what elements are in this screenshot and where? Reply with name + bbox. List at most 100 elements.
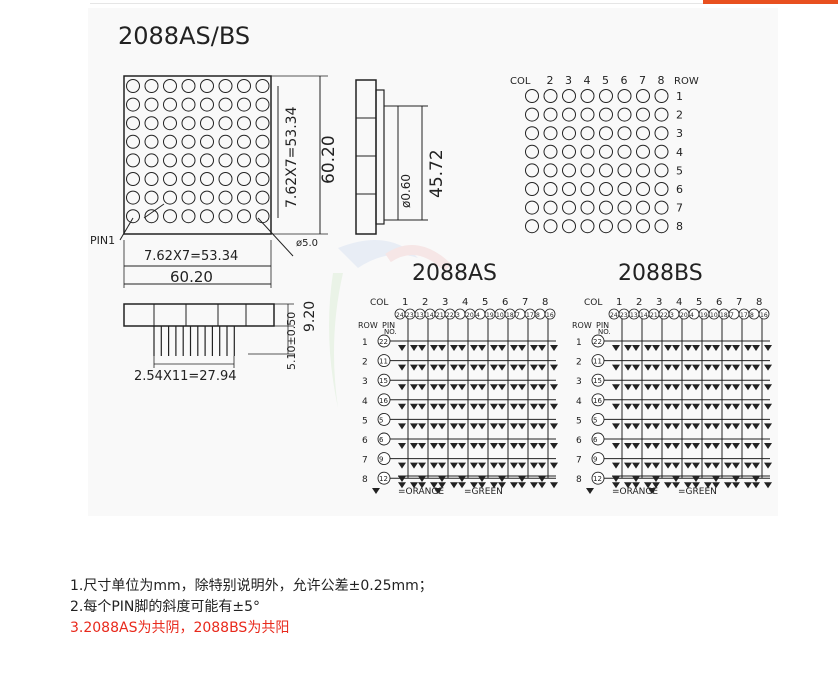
matrix-led-dot xyxy=(617,163,632,178)
front-led-dot xyxy=(237,79,251,93)
led-diode-symbol xyxy=(724,384,732,391)
led-diode-symbol xyxy=(478,462,486,469)
schematic-row-number: 2 xyxy=(362,358,368,368)
matrix-row-number: 5 xyxy=(676,164,683,177)
matrix-led-dot xyxy=(543,219,558,234)
front-led-dot xyxy=(237,190,251,205)
matrix-led-dot xyxy=(599,200,613,215)
led-diode-symbol xyxy=(398,443,406,449)
matrix-led-dot xyxy=(543,107,558,122)
led-diode-symbol xyxy=(664,443,672,449)
matrix-led-dot xyxy=(580,89,595,103)
front-led-dot xyxy=(237,153,251,168)
matrix-led-dot xyxy=(617,219,632,234)
watermark-logo xyxy=(329,240,452,408)
led-diode-symbol xyxy=(652,476,660,482)
front-led-dot xyxy=(218,97,233,112)
led-diode-symbol xyxy=(430,364,438,371)
led-diode-symbol xyxy=(612,423,620,430)
matrix-led-dot xyxy=(543,144,558,159)
matrix-row-number: 4 xyxy=(676,146,683,159)
led-diode-symbol xyxy=(744,384,752,391)
led-diode-symbol xyxy=(498,443,506,449)
schematic-col-pin-number: 16 xyxy=(760,312,768,319)
led-diode-symbol xyxy=(418,384,426,391)
led-diode-symbol xyxy=(510,462,518,469)
led-diode-symbol xyxy=(704,364,712,371)
matrix-led-dot xyxy=(599,107,613,122)
dim-pin-length: 5.10±0.50 xyxy=(285,312,298,370)
matrix-led-dot xyxy=(562,144,576,159)
led-diode-symbol xyxy=(612,476,620,482)
led-diode-symbol xyxy=(538,476,546,482)
led-diode-symbol xyxy=(470,345,478,351)
schematic-col-pin-number: 18 xyxy=(506,312,514,319)
led-diode-symbol xyxy=(450,482,458,489)
schematic-col-pin-number: 17 xyxy=(740,312,748,319)
led-diode-symbol xyxy=(510,345,518,351)
diagram-svg: 2088AS/BS PIN1 7.62X7=53.34 60.20 ø5.0 7… xyxy=(90,22,772,497)
matrix-led-dot xyxy=(599,144,613,159)
schematic-col-pin-number: 23 xyxy=(620,312,628,319)
led-diode-symbol xyxy=(478,443,486,449)
led-diode-symbol xyxy=(752,423,760,430)
led-diode-symbol xyxy=(644,345,652,351)
led-diode-symbol xyxy=(652,403,660,410)
led-diode-symbol xyxy=(498,345,506,351)
schematic-row-pin-number: 22 xyxy=(593,338,602,346)
top-accent-bar xyxy=(703,0,838,4)
led-diode-symbol xyxy=(478,423,486,430)
matrix-row-number: 1 xyxy=(676,90,683,103)
front-led-dot xyxy=(200,116,214,131)
led-diode-symbol xyxy=(632,443,640,449)
schematic-col-pin-number: 19 xyxy=(700,312,708,319)
front-led-dot xyxy=(126,153,140,168)
matrix-led-dot xyxy=(636,89,650,103)
led-diode-symbol xyxy=(410,364,418,371)
pin1-label: PIN1 xyxy=(90,234,115,247)
schematic-col-pin-number: 13 xyxy=(630,312,638,319)
matrix-led-dot xyxy=(617,107,632,122)
matrix-led-dot xyxy=(654,200,669,215)
led-diode-symbol xyxy=(664,462,672,469)
schematic-col-pin-number: 22 xyxy=(660,312,668,319)
front-view-dots xyxy=(126,79,270,224)
led-diode-symbol xyxy=(752,345,760,351)
schematic-col-number: 3 xyxy=(656,297,662,308)
front-view-outline xyxy=(123,75,272,235)
led-diode-symbol xyxy=(704,384,712,391)
led-diode-symbol xyxy=(430,423,438,430)
matrix-led-dot xyxy=(599,163,613,178)
led-diode-symbol xyxy=(530,462,538,469)
matrix-led-dot xyxy=(599,89,613,103)
schematic-row-pin-number: 5 xyxy=(379,416,383,424)
schematic-col-label: COL xyxy=(370,298,388,308)
matrix-led-dot xyxy=(617,126,632,141)
led-diode-symbol xyxy=(498,403,506,410)
schematic-col-pin-number: 17 xyxy=(526,312,534,319)
led-diode-symbol xyxy=(712,443,720,449)
schematic-col-pin-number: 16 xyxy=(546,312,554,319)
schematic-col-pin-circle xyxy=(544,308,556,320)
matrix-row-number: 6 xyxy=(676,183,683,196)
schematic-col-number: 2 xyxy=(636,297,642,308)
led-diode-symbol xyxy=(712,345,720,351)
front-led-dot xyxy=(163,116,177,131)
led-diode-symbol xyxy=(632,403,640,410)
front-led-dot xyxy=(218,190,233,205)
schematic-row-number: 1 xyxy=(576,338,582,348)
led-diode-symbol xyxy=(744,443,752,449)
led-diode-symbol xyxy=(644,462,652,469)
schematic-row-number: 8 xyxy=(576,475,582,485)
led-diode-symbol xyxy=(624,423,632,430)
front-led-dot xyxy=(255,209,270,224)
legend-green-as: =GREEN xyxy=(464,487,503,497)
schematic-col-pin-number: 7 xyxy=(730,312,734,319)
schematic-row-label: ROW xyxy=(572,321,592,330)
led-diode-symbol xyxy=(664,345,672,351)
front-led-dot xyxy=(144,190,159,205)
schematic-col-number: 6 xyxy=(502,297,508,308)
led-diode-symbol xyxy=(410,482,418,489)
led-diode-symbol xyxy=(510,384,518,391)
schematic-row-number: 6 xyxy=(362,436,368,446)
